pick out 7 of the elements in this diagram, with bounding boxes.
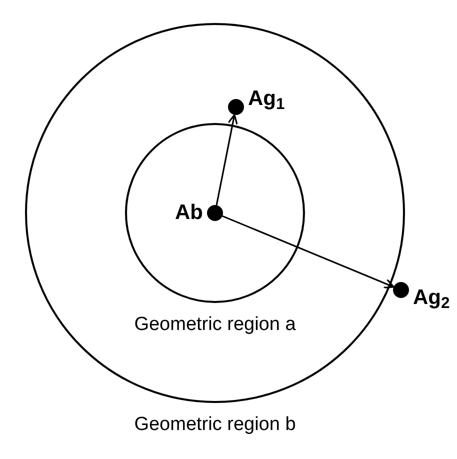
point-label: Ab [175,202,203,223]
region-label: Geometric region b [133,413,297,437]
arrow [216,114,238,206]
point-label: Ag$_{2}$ [413,287,450,308]
point-label: Ag$_{1}$ [248,88,285,109]
arrow [222,215,394,288]
region-label: Geometric region a [133,313,297,337]
